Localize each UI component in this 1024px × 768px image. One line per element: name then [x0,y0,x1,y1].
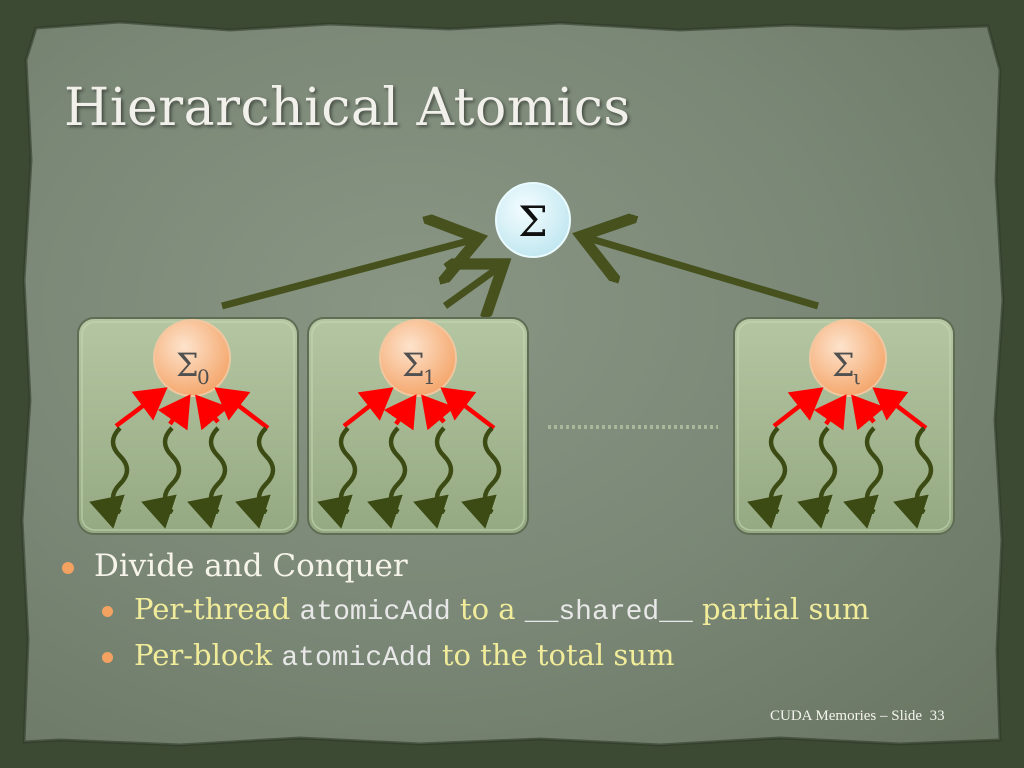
bullet-per-block: Per-block atomicAdd to the total sum [102,638,870,684]
slide-number: 33 [929,708,945,724]
total-sum-symbol: Σ [518,197,548,246]
code-atomicadd: atomicAdd [299,597,451,628]
code-atomicadd: atomicAdd [281,643,433,674]
thread-block-1: Σ 1 [307,317,529,535]
partial-sum-symbol: Σ [176,346,199,384]
partial-sum-subscript: 1 [423,365,436,389]
thread-block-0: Σ 0 [77,317,299,535]
bullet-level1: Divide and Conquer [62,548,870,592]
partial-sum-node: Σ 0 [153,319,231,397]
bullet-per-thread: Per-thread atomicAdd to a __shared__ par… [102,592,870,638]
bullet-dot-icon [102,652,113,663]
partial-sum-subscript: 0 [197,365,210,389]
partial-sum-node: Σ ι [809,319,887,397]
bullet-dot-icon [102,606,113,617]
bullet-dot-icon [62,562,74,574]
footer-text: CUDA Memories – Slide [770,708,923,724]
slide-title: Hierarchical Atomics [64,78,631,138]
block0-to-total-arrow [221,240,472,310]
thread-block-n: Σ ι [733,317,955,535]
slide-footer: CUDA Memories – Slide 33 [770,708,945,725]
bullet-list: Divide and Conquer Per-thread atomicAdd … [62,548,870,684]
total-sum-node: Σ [495,182,571,258]
blockn-to-total-arrow [588,238,819,310]
block1-to-total-arrow [442,268,498,306]
partial-sum-symbol: Σ [832,346,855,384]
partial-sum-node: Σ 1 [379,319,457,397]
partial-sum-subscript: ι [853,365,861,389]
partial-sum-symbol: Σ [402,346,425,384]
code-shared: __shared__ [524,597,693,628]
